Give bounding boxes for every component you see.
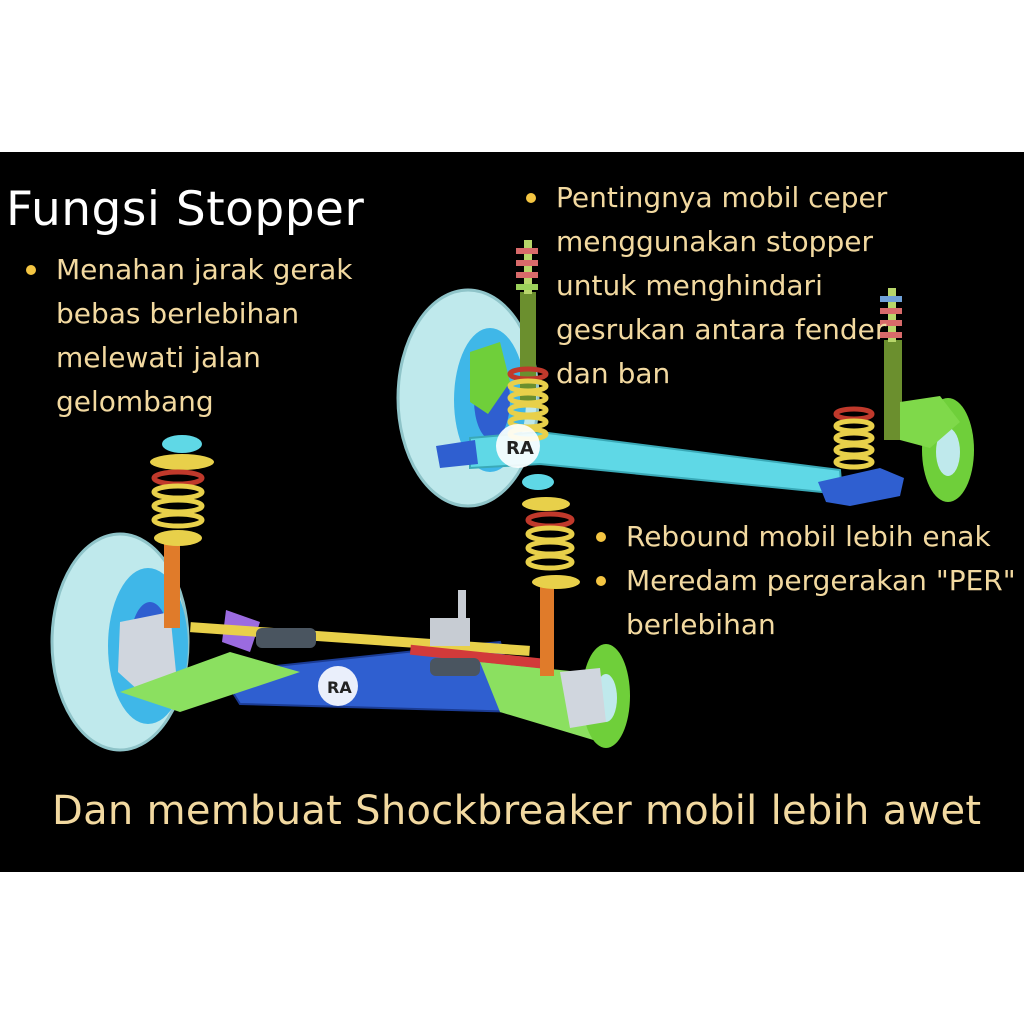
rear-right-shock [880,288,902,440]
bullet-line: Rebound mobil lebih enak [626,520,991,553]
front-left-strut [150,435,214,628]
bullet-line: melewati jalan [56,341,261,374]
torsion-beam [436,430,904,506]
rear-right-spring [833,406,875,470]
front-right-spring [525,511,575,571]
bullet-list-left: Menahan jarak gerak bebas berlebihan mel… [26,248,352,424]
bullet-line: Meredam pergerakan "PER" [626,564,1016,597]
rear-left-wheel [396,288,540,508]
bullet-dot-icon [596,576,606,586]
bullet-line: bebas berlebihan [56,297,300,330]
footer-caption: Dan membuat Shockbreaker mobil lebih awe… [52,788,982,834]
bullet-item: Pentingnya mobil ceper menggunakan stopp… [526,176,887,396]
bullet-item: Meredam pergerakan "PER" berlebihan [596,559,1016,647]
steering-rack [190,590,551,676]
bullet-line: Pentingnya mobil ceper [556,181,888,214]
ra-logo-rear: RA [496,424,540,468]
bullet-dot-icon [526,193,536,203]
bullet-line: menggunakan stopper [556,225,873,258]
bullet-line: untuk menghindari [556,269,823,302]
bullet-line: gesrukan antara fender [556,313,887,346]
bullet-item: Rebound mobil lebih enak [596,515,1016,559]
bullet-line: berlebihan [626,608,776,641]
bullet-dot-icon [26,265,36,275]
bullet-line: Menahan jarak gerak [56,253,353,286]
infographic-banner: RA [0,152,1024,872]
svg-text:RA: RA [506,438,534,459]
front-left-spring [151,469,205,529]
bullet-line: gelombang [56,385,214,418]
bullet-item: Menahan jarak gerak bebas berlebihan mel… [26,248,352,424]
front-right-hub [560,644,630,748]
front-right-strut [522,474,580,676]
ra-logo-front: RA [318,666,358,706]
page-title: Fungsi Stopper [6,182,365,237]
bullet-dot-icon [596,532,606,542]
bullet-list-right-top: Pentingnya mobil ceper menggunakan stopp… [526,176,887,396]
rear-right-hub [900,396,974,502]
bullet-line: dan ban [556,357,671,390]
rear-left-shock [516,240,538,402]
front-axle-assembly: RA [50,435,630,752]
suspension-illustration: RA [50,240,974,752]
svg-text:RA: RA [327,678,352,697]
bullet-list-right-middle: Rebound mobil lebih enak Meredam pergera… [596,515,1016,647]
rear-axle-assembly: RA [396,240,974,508]
